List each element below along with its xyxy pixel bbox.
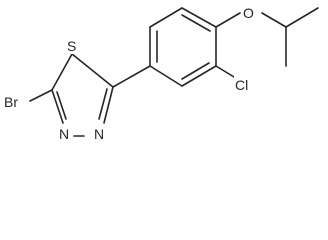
label-bg-n-left bbox=[58, 125, 72, 141]
label-bg-cl bbox=[234, 76, 254, 92]
bond-s-c bbox=[71, 53, 114, 88]
atom-label-o: O bbox=[243, 5, 254, 21]
bond-benzene-5 bbox=[181, 65, 217, 87]
bond-ch-ch3-up bbox=[285, 7, 319, 28]
bond-benzene-6 bbox=[149, 65, 183, 87]
bond-c-o bbox=[215, 12, 241, 28]
bond-br-c bbox=[29, 89, 53, 102]
bond-o-ch bbox=[261, 12, 287, 28]
atom-label-s: S bbox=[67, 38, 76, 54]
atom-label-br: Br bbox=[4, 94, 18, 110]
bonds bbox=[29, 7, 319, 137]
chemical-structure-diagram: Br S N N Cl O bbox=[3, 4, 319, 142]
bond-c-n-double bbox=[98, 88, 108, 120]
bond-c-s bbox=[51, 53, 73, 91]
label-bg-n-right bbox=[93, 125, 107, 141]
atom-label-n-right: N bbox=[94, 126, 104, 142]
label-bg-o bbox=[242, 4, 256, 20]
atom-label-cl: Cl bbox=[235, 77, 248, 93]
bond-c-n bbox=[103, 86, 114, 124]
bond-benzene-inner-3 bbox=[181, 62, 210, 80]
bond-benzene-inner-2 bbox=[181, 14, 211, 32]
label-bg-s bbox=[66, 38, 79, 54]
atom-labels: Br S N N Cl O bbox=[3, 4, 256, 142]
bond-benzene-2 bbox=[149, 7, 183, 28]
label-bg-br bbox=[3, 94, 28, 110]
bond-benzene-3 bbox=[181, 7, 217, 28]
atom-label-n-left: N bbox=[59, 126, 69, 142]
bond-c-cl bbox=[215, 65, 235, 78]
bond-n-c bbox=[51, 89, 64, 124]
bond-n-c-double bbox=[56, 91, 67, 120]
bond-ring-link bbox=[112, 65, 151, 88]
